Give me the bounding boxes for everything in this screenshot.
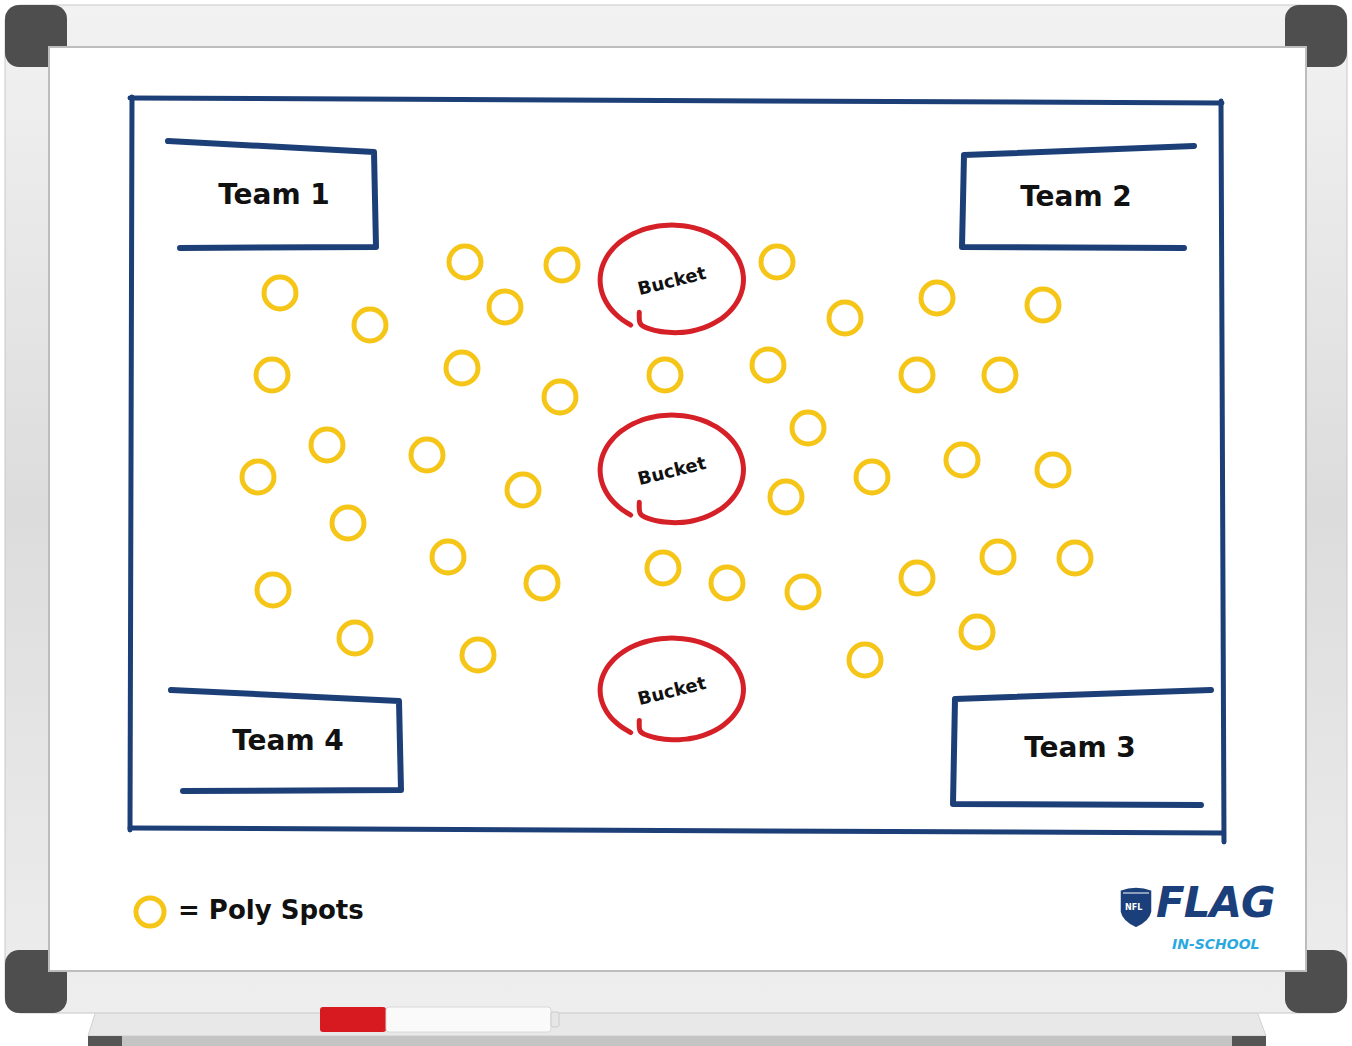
poly-spots <box>242 246 1091 676</box>
bucket-label: Bucket <box>636 451 709 488</box>
bucket-outline-path <box>600 638 743 740</box>
team-box: Team 4 <box>171 687 405 793</box>
in-school-logo-text: IN-SCHOOL <box>1172 936 1260 952</box>
bucket-circle: Bucket <box>596 634 748 746</box>
team-box: Team 2 <box>958 143 1194 250</box>
bucket-outline-path <box>600 415 743 523</box>
legend-text: = Poly Spots <box>178 895 364 925</box>
bucket-label: Bucket <box>636 261 709 298</box>
team-label: Team 3 <box>1024 731 1136 764</box>
nfl-shield <box>1120 887 1152 928</box>
bucket-circle: Bucket <box>596 221 748 339</box>
team-bracket-path <box>168 141 376 248</box>
whiteboard-frame <box>5 5 1347 1013</box>
bucket-circle: Bucket <box>596 411 748 529</box>
team-label: Team 2 <box>1020 180 1132 213</box>
bucket-outline-path <box>600 225 743 333</box>
team-bracket-path <box>962 146 1194 248</box>
nfl-logo-text: NFL <box>1125 903 1142 912</box>
bucket-label: Bucket <box>636 671 709 708</box>
marker <box>320 1007 559 1032</box>
flag-logo-text: FLAG <box>1156 878 1274 927</box>
team-bracket-path <box>953 690 1211 805</box>
field-border <box>130 97 1224 842</box>
team-bracket-path <box>171 690 401 791</box>
team-box: Team 3 <box>949 687 1211 807</box>
team-box: Team 1 <box>168 138 380 250</box>
team-label: Team 1 <box>218 178 330 211</box>
poly-spot-swatch <box>136 898 164 926</box>
team-label: Team 4 <box>232 724 344 757</box>
